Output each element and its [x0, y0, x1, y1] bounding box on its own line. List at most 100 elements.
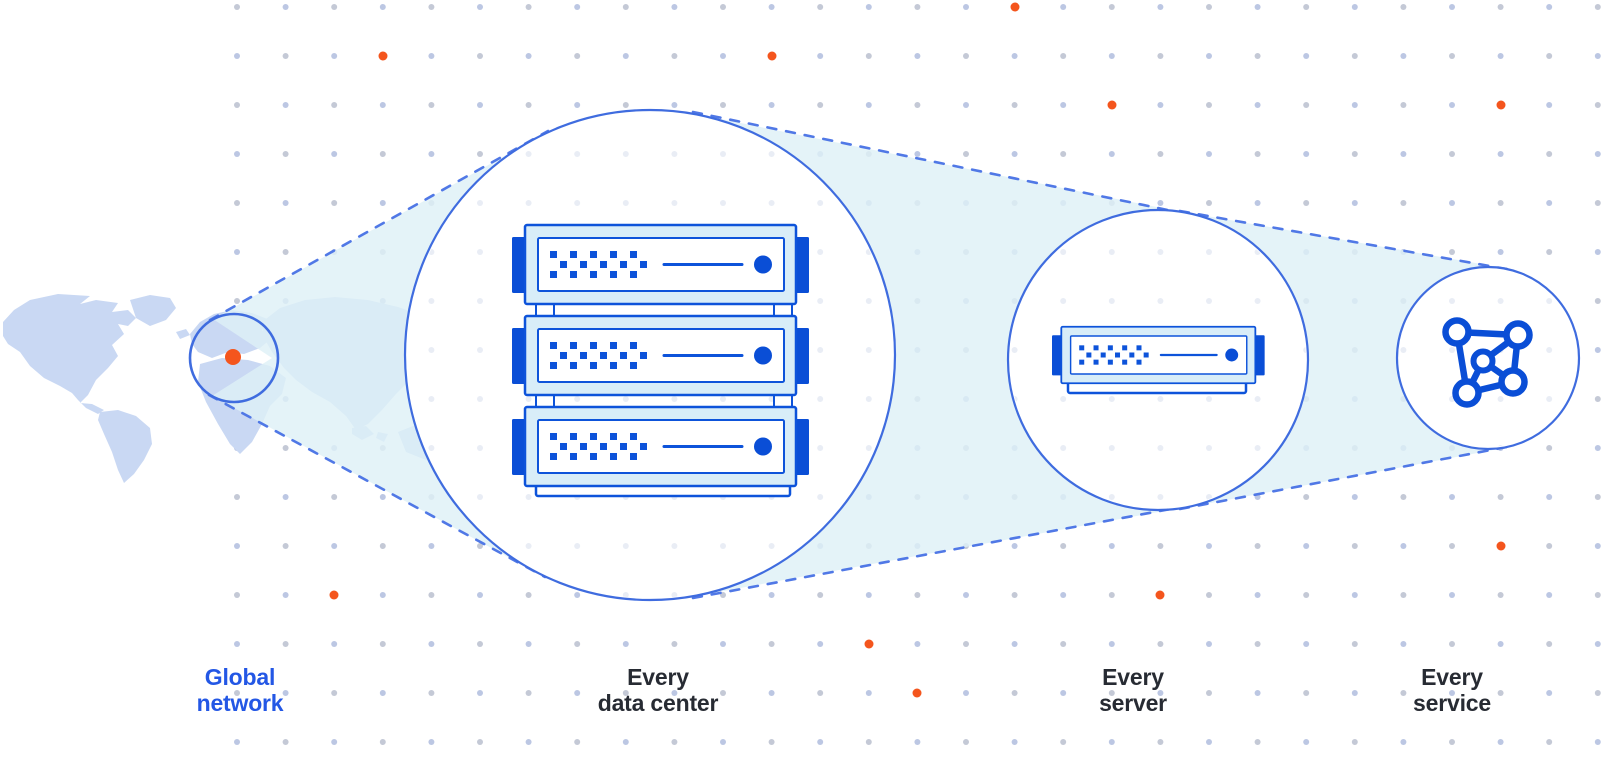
- grid-dot: [914, 739, 921, 745]
- grid-dot: [1011, 102, 1018, 108]
- grid-dot: [1060, 298, 1067, 304]
- grid-dot: [1546, 494, 1553, 500]
- grid-dot: [817, 641, 824, 647]
- grid-dot: [1400, 53, 1407, 59]
- grid-dot: [428, 53, 435, 59]
- grid-dot: [768, 739, 775, 745]
- server-unit: [1052, 327, 1265, 384]
- grid-dot: [379, 543, 386, 549]
- grid-dot: [912, 688, 922, 698]
- grid-dot: [574, 102, 581, 108]
- grid-dot: [1449, 102, 1455, 108]
- grid-dot: [1497, 298, 1504, 304]
- grid-dot: [331, 641, 338, 647]
- mesh-node: [1503, 320, 1533, 350]
- grid-dot: [1546, 102, 1553, 108]
- grid-dot: [720, 396, 726, 402]
- mesh-node-center: [1470, 348, 1496, 374]
- grid-dot: [1594, 102, 1601, 108]
- grid-dot: [525, 739, 532, 745]
- label-global-network: Global network: [197, 664, 284, 716]
- grid-dot: [428, 445, 435, 451]
- grid-dot: [1107, 100, 1117, 110]
- grid-dot: [1206, 4, 1212, 10]
- grid-dot: [574, 200, 581, 206]
- grid-dot: [1449, 200, 1455, 206]
- grid-dot: [671, 690, 678, 696]
- grid-dot: [671, 102, 678, 108]
- grid-dot: [331, 151, 338, 157]
- grid-dot: [525, 690, 532, 696]
- grid-dot: [1254, 690, 1261, 696]
- grid-dot: [1108, 298, 1115, 304]
- grid-dot: [574, 690, 581, 696]
- grid-dot: [768, 690, 775, 696]
- grid-dot: [1594, 739, 1601, 745]
- label-every-data-center: Every data center: [598, 664, 719, 716]
- grid-dot: [1400, 4, 1407, 10]
- grid-dot: [428, 298, 435, 304]
- grid-dot: [234, 592, 240, 598]
- grid-dot: [1400, 347, 1407, 353]
- grid-dot: [234, 151, 240, 157]
- grid-dot: [1497, 739, 1504, 745]
- grid-dot: [622, 739, 629, 745]
- grid-dot: [525, 641, 532, 647]
- grid-dot: [1157, 494, 1164, 500]
- grid-dot: [671, 739, 678, 745]
- grid-dot: [671, 200, 678, 206]
- grid-dot: [767, 51, 777, 61]
- grid-dot: [1108, 494, 1115, 500]
- grid-dot: [1449, 690, 1455, 696]
- grid-dot: [1108, 151, 1115, 157]
- grid-dot: [1400, 739, 1407, 745]
- grid-dot: [963, 151, 969, 157]
- grid-dot: [1594, 298, 1601, 304]
- grid-dot: [1497, 53, 1504, 59]
- grid-dot: [477, 200, 483, 206]
- grid-dot: [1449, 592, 1455, 598]
- grid-dot: [1497, 249, 1504, 255]
- grid-dot: [1206, 298, 1212, 304]
- grid-dot: [817, 249, 824, 255]
- grid-dot: [1497, 200, 1504, 206]
- grid-dot: [622, 151, 629, 157]
- grid-dot: [768, 4, 775, 10]
- grid-dot: [1449, 739, 1455, 745]
- grid-dot: [720, 102, 726, 108]
- grid-dot: [1254, 739, 1261, 745]
- grid-dot: [768, 151, 775, 157]
- grid-dot: [1546, 298, 1553, 304]
- grid-dot: [331, 494, 338, 500]
- grid-dot: [477, 641, 483, 647]
- grid-dot: [1546, 641, 1553, 647]
- grid-dot: [1546, 151, 1553, 157]
- grid-dot: [1303, 494, 1310, 500]
- grid-dot: [1254, 151, 1261, 157]
- grid-dot: [963, 739, 969, 745]
- greenland: [130, 295, 176, 326]
- grid-dot: [865, 53, 872, 59]
- grid-dot: [234, 543, 240, 549]
- grid-dot: [720, 690, 726, 696]
- grid-dot: [477, 494, 483, 500]
- grid-dot: [1206, 641, 1212, 647]
- grid-dot: [428, 347, 435, 353]
- grid-dot: [914, 151, 921, 157]
- grid-dot: [1546, 445, 1553, 451]
- grid-dot: [1594, 396, 1601, 402]
- grid-dot: [1254, 4, 1261, 10]
- mesh-node: [1452, 378, 1482, 408]
- grid-dot: [1206, 445, 1212, 451]
- grid-dot: [865, 347, 872, 353]
- grid-dot: [428, 4, 435, 10]
- dash-line: [207, 393, 547, 579]
- grid-dot: [1546, 53, 1553, 59]
- grid-dot: [1206, 53, 1212, 59]
- grid-dot: [1497, 4, 1504, 10]
- grid-dot: [1011, 151, 1018, 157]
- grid-dot: [1155, 590, 1165, 600]
- grid-dot: [1351, 151, 1358, 157]
- grid-dot: [1254, 592, 1261, 598]
- grid-dot: [1108, 249, 1115, 255]
